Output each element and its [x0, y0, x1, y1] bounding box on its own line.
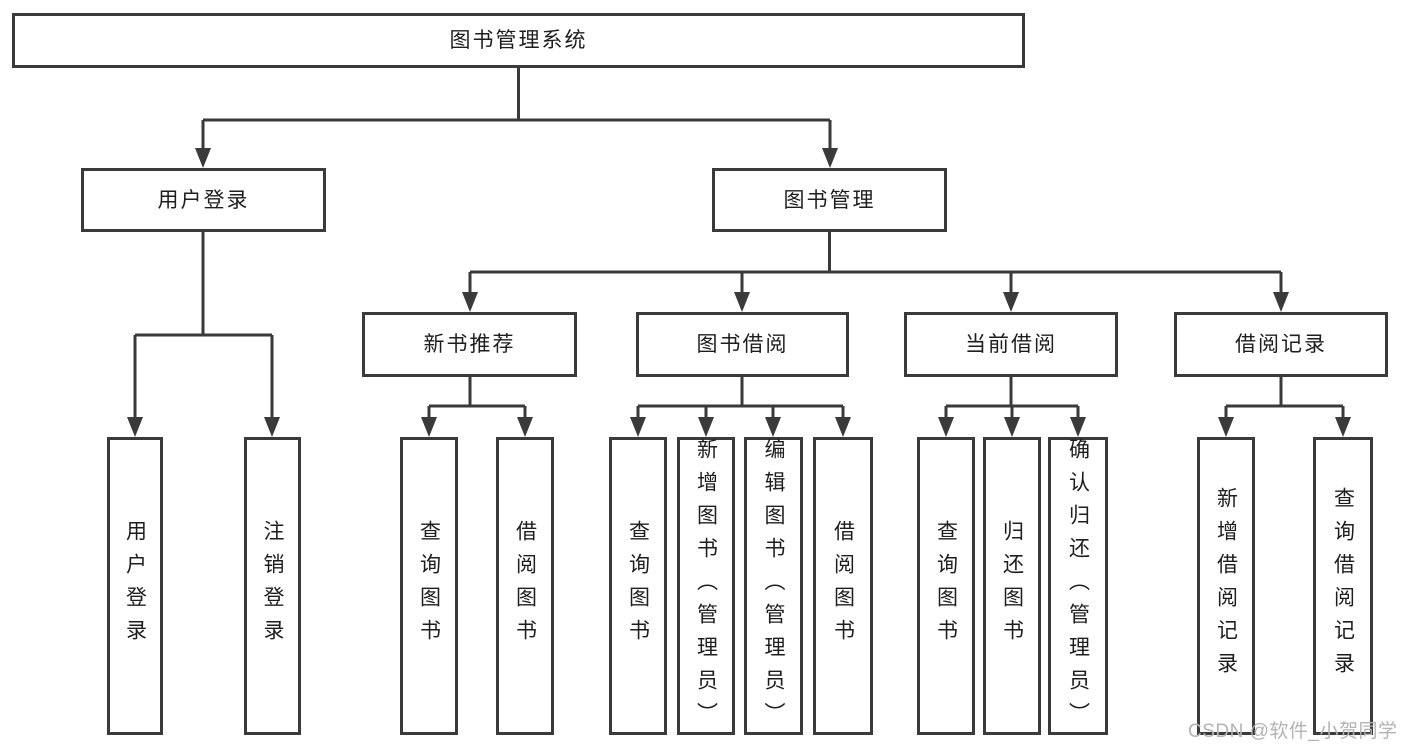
- node-book-borrowing: 图书借阅: [636, 312, 849, 377]
- node-label: 用户登录: [157, 188, 250, 212]
- arrow-down-icon: [938, 417, 954, 437]
- arrow-down-icon: [421, 417, 437, 437]
- tree-connector-paths: [133, 68, 1345, 419]
- arrow-down-icon: [517, 417, 533, 437]
- node-user-login: 用户登录: [81, 168, 326, 232]
- node-label: 新书推荐: [423, 333, 516, 356]
- node-book-management-system: 图书管理系统: [12, 13, 1025, 68]
- node-book-management: 图书管理: [712, 168, 947, 232]
- arrow-down-icon: [1004, 417, 1020, 437]
- leaf-query-books-current: 查询图书: [917, 437, 975, 735]
- leaf-query-books-borrow: 查询图书: [609, 437, 667, 735]
- node-label: 确认归还（管理员）: [1066, 437, 1090, 735]
- arrow-down-icon: [835, 417, 851, 437]
- node-new-book-recommend: 新书推荐: [362, 312, 577, 377]
- leaf-edit-books-admin: 编辑图书（管理员）: [744, 437, 803, 735]
- csdn-watermark: CSDN @软件_小贺同学: [1188, 721, 1398, 742]
- arrow-down-icon: [1070, 417, 1086, 437]
- node-label: 新增图书（管理员）: [694, 437, 718, 735]
- leaf-add-borrow-record: 新增借阅记录: [1197, 437, 1255, 735]
- node-label: 图书借阅: [696, 333, 789, 356]
- arrow-down-icon: [264, 417, 280, 437]
- node-label: 借阅图书: [831, 520, 855, 652]
- arrow-down-icon: [1273, 292, 1289, 312]
- node-borrowing-records: 借阅记录: [1174, 312, 1388, 377]
- leaf-confirm-return-admin: 确认归还（管理员）: [1048, 437, 1108, 735]
- leaf-query-books-recommend: 查询图书: [400, 437, 458, 735]
- node-label: 图书管理: [783, 188, 876, 212]
- leaf-return-books: 归还图书: [983, 437, 1041, 735]
- arrow-down-icon: [1003, 292, 1019, 312]
- arrow-down-icon: [822, 148, 838, 168]
- node-label: 查询图书: [417, 520, 441, 652]
- node-label: 当前借阅: [965, 333, 1057, 356]
- arrow-down-icon: [698, 417, 714, 437]
- arrow-down-icons: [127, 148, 1351, 437]
- node-label: 新增借阅记录: [1214, 487, 1238, 685]
- node-label: 借阅图书: [513, 520, 537, 652]
- leaf-borrow-books-recommend: 借阅图书: [496, 437, 554, 735]
- arrow-down-icon: [1335, 417, 1351, 437]
- node-label: 编辑图书（管理员）: [762, 437, 785, 735]
- leaf-logout: 注销登录: [244, 437, 301, 735]
- arrow-down-icon: [462, 292, 478, 312]
- leaf-add-books-admin: 新增图书（管理员）: [677, 437, 735, 735]
- arrow-down-icon: [1218, 417, 1234, 437]
- arrow-down-icon: [630, 417, 646, 437]
- node-label: 图书管理系统: [449, 29, 588, 52]
- leaf-borrow-books: 借阅图书: [813, 437, 873, 735]
- arrow-down-icon: [127, 417, 143, 437]
- leaf-query-borrow-record: 查询借阅记录: [1313, 437, 1373, 735]
- node-label: 查询图书: [934, 520, 958, 652]
- node-label: 查询借阅记录: [1331, 487, 1355, 685]
- leaf-user-login: 用户登录: [107, 437, 163, 735]
- arrow-down-icon: [195, 148, 211, 168]
- node-label: 查询图书: [626, 520, 650, 652]
- node-current-borrowing: 当前借阅: [904, 312, 1118, 377]
- node-label: 借阅记录: [1235, 333, 1327, 356]
- arrow-down-icon: [734, 292, 750, 312]
- node-label: 注销登录: [261, 520, 284, 652]
- node-label: 归还图书: [1000, 520, 1024, 652]
- arrow-down-icon: [765, 417, 781, 437]
- node-label: 用户登录: [123, 520, 147, 652]
